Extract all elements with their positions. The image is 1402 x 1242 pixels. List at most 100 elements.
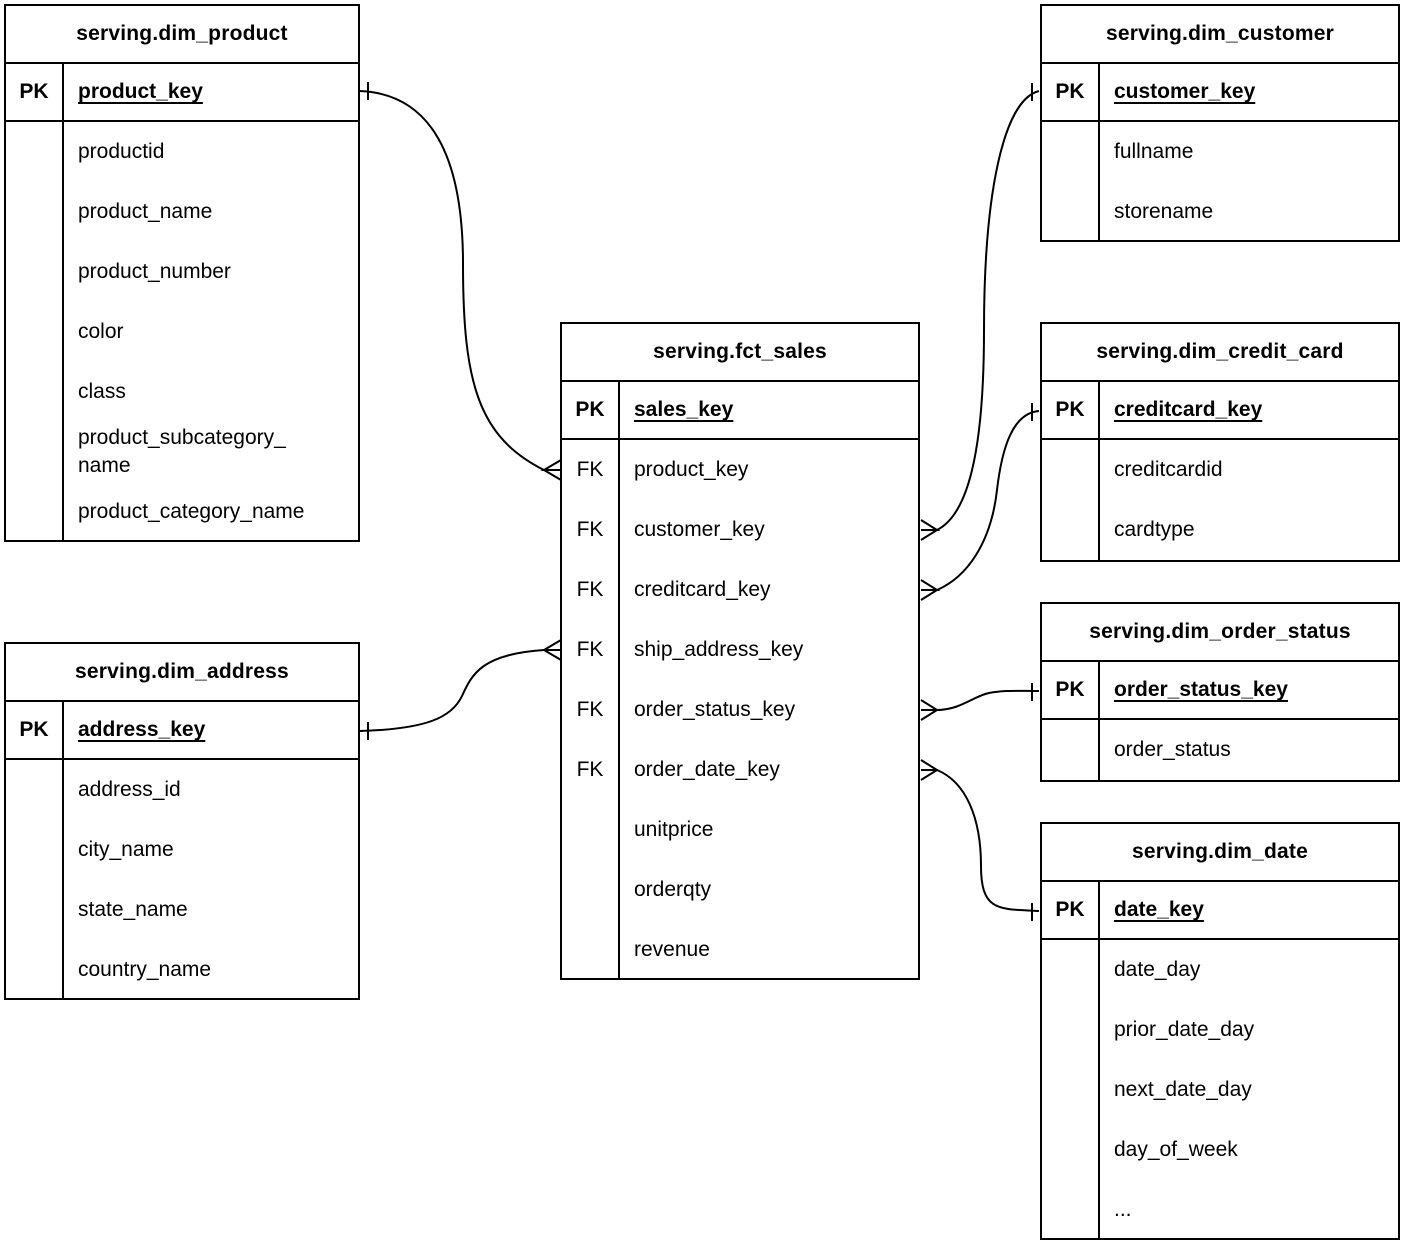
field-tag [1042,1120,1098,1180]
field-tag [1042,182,1098,242]
pk-field-name: address_key [78,718,206,741]
field-tag [6,820,62,880]
relationship-sales-creditcard [920,403,1040,601]
field-names: product_key customer_key creditcard_key … [620,440,918,980]
crow-foot-icon [540,459,562,481]
pk-field-name: creditcard_key [1114,398,1263,421]
table-dim-date: serving.dim_date PK date_key date_day pr… [1040,822,1400,1240]
relationship-sales-customer [920,83,1040,541]
pk-row: PK sales_key [562,382,918,440]
field-tag [562,800,618,860]
field-row: product_name [78,200,213,223]
table-title: serving.dim_customer [1042,6,1398,64]
field-row: cardtype [1114,518,1195,541]
field-row: class [78,380,126,403]
field-tag: FK [576,578,604,601]
pk-tag: PK [1042,882,1100,938]
field-tag [6,122,62,182]
field-row: ... [1114,1198,1132,1221]
field-row: orderqty [634,878,712,901]
field-tag [6,422,62,482]
pk-tag: PK [1042,64,1100,120]
field-tag: FK [576,758,604,781]
field-names: productid product_name product_number co… [64,122,358,542]
field-tag [1042,500,1098,560]
key-column [1042,720,1100,780]
table-dim-address: serving.dim_address PK address_key addre… [4,642,360,1000]
pk-row: PK product_key [6,64,358,122]
pk-field-name: date_key [1114,898,1204,921]
field-row: order_date_key [634,758,780,781]
field-row: product_category_name [78,500,305,523]
field-names: fullname storename [1100,122,1398,242]
field-names: creditcardid cardtype [1100,440,1398,560]
pk-field-name: product_key [78,80,203,103]
pk-row: PK date_key [1042,882,1398,940]
relationship-sales-date [920,759,1040,921]
field-tag: FK [576,458,604,481]
relationship-product-sales [359,82,562,481]
field-tag [6,302,62,362]
field-row: product_key [634,458,749,481]
field-list: address_id city_name state_name country_… [6,760,358,1000]
table-title: serving.dim_credit_card [1042,324,1398,382]
field-row: unitprice [634,818,714,841]
field-row: next_date_day [1114,1078,1252,1101]
relationship-address-sales [359,639,562,740]
crow-foot-icon [920,519,941,541]
table-dim-credit-card: serving.dim_credit_card PK creditcard_ke… [1040,322,1400,562]
field-tag: FK [576,638,604,661]
pk-row: PK address_key [6,702,358,760]
field-list: fullname storename [1042,122,1398,242]
field-row: ship_address_key [634,638,804,661]
crow-foot-icon [540,639,562,661]
table-title: serving.dim_order_status [1042,604,1398,662]
field-row: fullname [1114,140,1194,163]
field-row: color [78,320,124,343]
key-column [6,122,64,542]
field-row: product_number [78,260,231,283]
field-list: productid product_name product_number co… [6,122,358,542]
field-tag [1042,720,1098,780]
field-tag: FK [576,518,604,541]
field-tag [6,242,62,302]
pk-row: PK order_status_key [1042,662,1398,720]
field-list: FK FK FK FK FK FK product_key customer_k… [562,440,918,980]
field-row: address_id [78,778,181,801]
field-row: revenue [634,938,710,961]
field-tag [6,940,62,1000]
field-names: order_status [1100,720,1398,780]
pk-tag: PK [1042,662,1100,718]
field-row: state_name [78,898,188,921]
field-tag [1042,1060,1098,1120]
pk-field-name: customer_key [1114,80,1256,103]
table-dim-product: serving.dim_product PK product_key produ… [4,4,360,542]
field-row: order_status_key [634,698,796,721]
field-row: city_name [78,838,174,861]
relationship-sales-orderstatus [920,683,1040,721]
pk-row: PK customer_key [1042,64,1398,122]
key-column [6,760,64,1000]
pk-tag: PK [6,702,64,758]
pk-row: PK creditcard_key [1042,382,1398,440]
field-tag [1042,440,1098,500]
field-row: prior_date_day [1114,1018,1255,1041]
field-list: order_status [1042,720,1398,780]
pk-field-name: order_status_key [1114,678,1288,701]
field-row: country_name [78,958,212,981]
field-tag [562,920,618,980]
field-tag [6,182,62,242]
field-names: date_day prior_date_day next_date_day da… [1100,940,1398,1240]
field-tag [1042,122,1098,182]
pk-field-name: sales_key [634,398,734,421]
key-column [1042,440,1100,560]
field-row: date_day [1114,958,1201,981]
field-row: customer_key [634,518,765,541]
field-tag [6,760,62,820]
table-title: serving.dim_address [6,644,358,702]
field-tag [6,362,62,422]
crow-foot-icon [920,759,941,781]
field-tag: FK [576,698,604,721]
